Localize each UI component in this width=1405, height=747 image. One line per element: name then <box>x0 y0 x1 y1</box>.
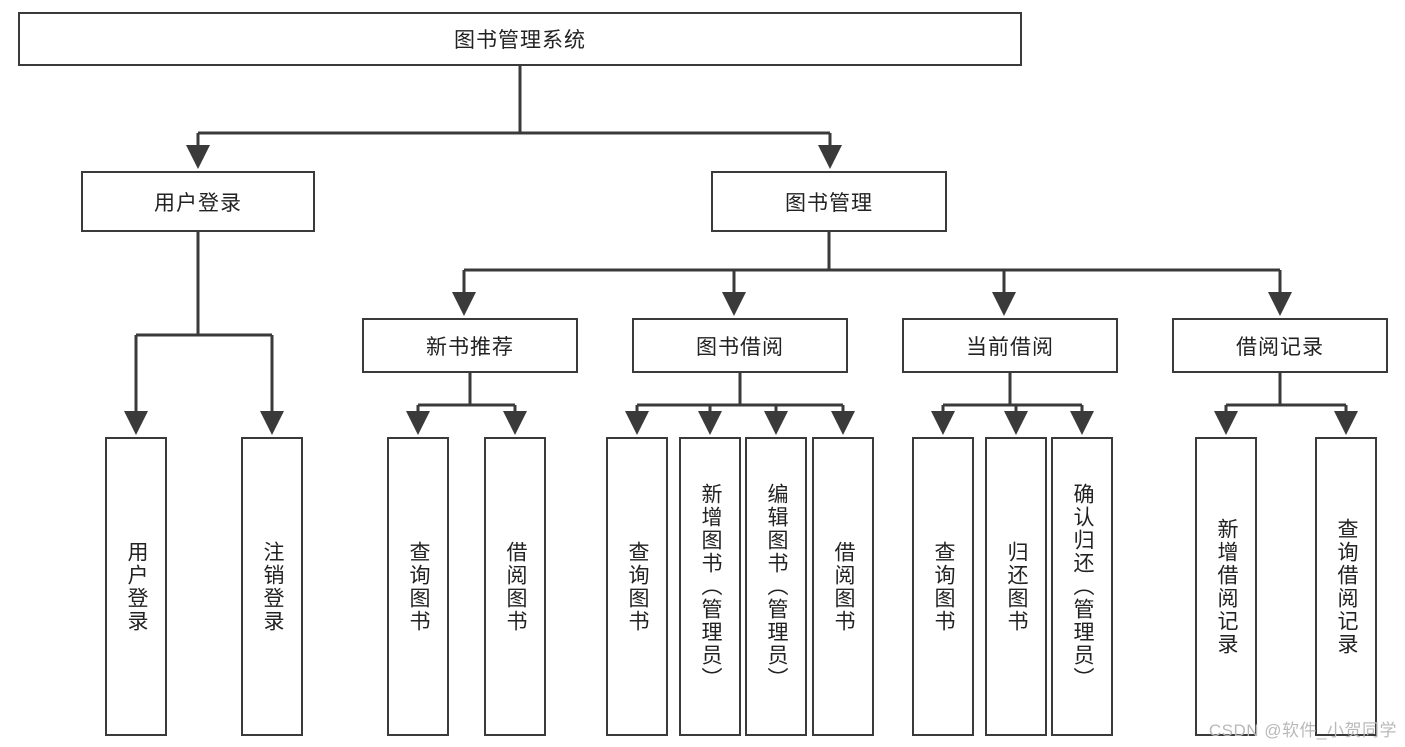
node-book-manage-label: 图书管理 <box>785 191 873 215</box>
node-book-borrow[interactable]: 图书借阅 <box>632 318 848 373</box>
node-current-borrow-label: 当前借阅 <box>966 335 1054 359</box>
node-leaf-query-book-1[interactable]: 查询图书 <box>387 437 449 736</box>
node-leaf-borrow-book-1[interactable]: 借阅图书 <box>484 437 546 736</box>
node-leaf-add-book-admin-label: 新增图书（管理员） <box>699 483 723 690</box>
node-leaf-user-logout-label: 注销登录 <box>261 540 285 633</box>
node-leaf-edit-book-admin-label: 编辑图书（管理员） <box>765 483 789 690</box>
node-leaf-user-logout[interactable]: 注销登录 <box>241 437 303 736</box>
node-leaf-confirm-return-admin-label: 确认归还（管理员） <box>1071 483 1095 690</box>
node-leaf-add-borrow-record-label: 新增借阅记录 <box>1215 517 1239 656</box>
node-leaf-query-book-1-label: 查询图书 <box>407 540 431 633</box>
node-leaf-add-book-admin[interactable]: 新增图书（管理员） <box>679 437 741 736</box>
node-book-manage[interactable]: 图书管理 <box>711 171 947 232</box>
node-leaf-query-book-2[interactable]: 查询图书 <box>606 437 668 736</box>
node-new-book-recommend-label: 新书推荐 <box>426 335 514 359</box>
node-leaf-confirm-return-admin[interactable]: 确认归还（管理员） <box>1051 437 1113 736</box>
node-leaf-return-book-label: 归还图书 <box>1005 540 1029 633</box>
node-leaf-query-borrow-record[interactable]: 查询借阅记录 <box>1315 437 1377 736</box>
node-new-book-recommend[interactable]: 新书推荐 <box>362 318 578 373</box>
node-borrow-record[interactable]: 借阅记录 <box>1172 318 1388 373</box>
node-borrow-record-label: 借阅记录 <box>1236 335 1324 359</box>
node-leaf-add-borrow-record[interactable]: 新增借阅记录 <box>1195 437 1257 736</box>
node-leaf-query-book-3[interactable]: 查询图书 <box>912 437 974 736</box>
node-root-label: 图书管理系统 <box>454 29 586 52</box>
watermark: CSDN @软件_小贺同学 <box>1208 721 1397 740</box>
node-root[interactable]: 图书管理系统 <box>18 12 1022 66</box>
node-leaf-query-borrow-record-label: 查询借阅记录 <box>1335 517 1359 656</box>
node-user-login[interactable]: 用户登录 <box>81 171 315 232</box>
node-user-login-label: 用户登录 <box>154 191 242 215</box>
node-leaf-query-book-2-label: 查询图书 <box>626 540 650 633</box>
node-leaf-borrow-book-2[interactable]: 借阅图书 <box>812 437 874 736</box>
node-leaf-user-login[interactable]: 用户登录 <box>105 437 167 736</box>
node-leaf-borrow-book-1-label: 借阅图书 <box>504 540 528 633</box>
node-leaf-edit-book-admin[interactable]: 编辑图书（管理员） <box>745 437 807 736</box>
node-current-borrow[interactable]: 当前借阅 <box>902 318 1118 373</box>
node-leaf-user-login-label: 用户登录 <box>125 540 149 633</box>
node-leaf-borrow-book-2-label: 借阅图书 <box>832 540 856 633</box>
node-leaf-query-book-3-label: 查询图书 <box>932 540 956 633</box>
node-book-borrow-label: 图书借阅 <box>696 335 784 359</box>
node-leaf-return-book[interactable]: 归还图书 <box>985 437 1047 736</box>
